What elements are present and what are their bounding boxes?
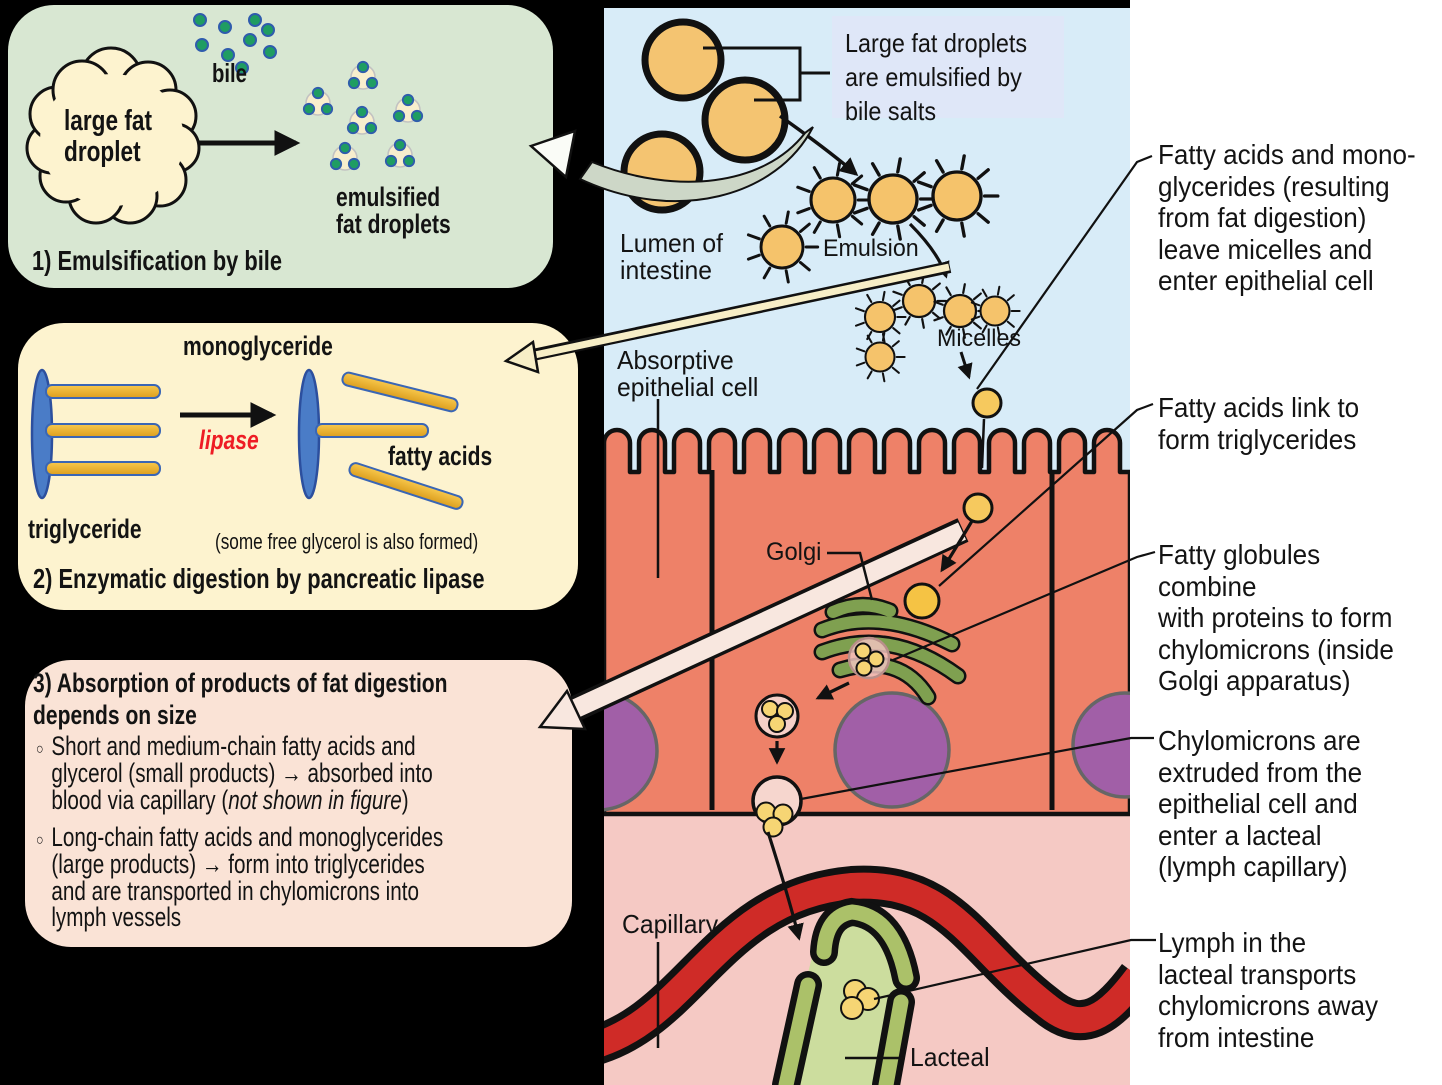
arrow-micelles-to-fatty-acid [957, 351, 973, 380]
lacteal-label: Lacteal [910, 1042, 990, 1072]
arrow-to-absorption-panel [537, 518, 969, 731]
epithelial-cells [604, 427, 1130, 817]
fatty-globule [903, 582, 941, 620]
panel-absorption [25, 660, 572, 947]
annotation-leaders [800, 154, 1156, 1001]
entry-path [980, 418, 986, 469]
lumen-label: Lumen of intestine [620, 228, 723, 285]
annotation-column [1130, 0, 1442, 1085]
golgi-apparatus [813, 596, 967, 706]
golgi-label: Golgi [766, 538, 822, 566]
chylomicron-extruded [751, 775, 803, 838]
lumen-background [604, 8, 1130, 473]
arrow-into-lacteal [766, 831, 804, 941]
chylomicron-in-golgi [847, 636, 891, 680]
arrow-to-emulsification-panel [528, 126, 814, 203]
arrow-emulsion-to-micelles [908, 222, 950, 279]
callout-box [832, 16, 1064, 118]
bracket [703, 46, 830, 102]
chylomicron-vesicle [754, 693, 800, 739]
label-lines [656, 399, 905, 1060]
tissue-background [604, 470, 1130, 1085]
fatty-acid-in-lumen [971, 387, 1003, 419]
capillary-label: Capillary [622, 909, 719, 939]
capillary-vessel [604, 865, 1130, 1064]
arrow-droplet-to-emulsion [778, 114, 859, 176]
arrow-to-globule [940, 520, 974, 573]
callout-text: Large fat droplets are emulsified by bil… [845, 28, 1028, 126]
cell-nuclei [604, 690, 1130, 812]
large-fat-droplets [620, 18, 789, 214]
micelles-label: Micelles [937, 325, 1022, 352]
panel-emulsification [8, 5, 553, 288]
emulsion-label: Emulsion [823, 235, 919, 262]
lacteal-vessel [772, 897, 920, 1085]
panel-enzymatic-digestion [18, 323, 578, 610]
epithelial-label: Absorptive epithelial cell [617, 345, 759, 402]
fatty-acid-in-cell [962, 492, 994, 524]
arrow-golgi-to-vesicle [815, 681, 850, 700]
chylomicron-in-lacteal [840, 979, 880, 1020]
